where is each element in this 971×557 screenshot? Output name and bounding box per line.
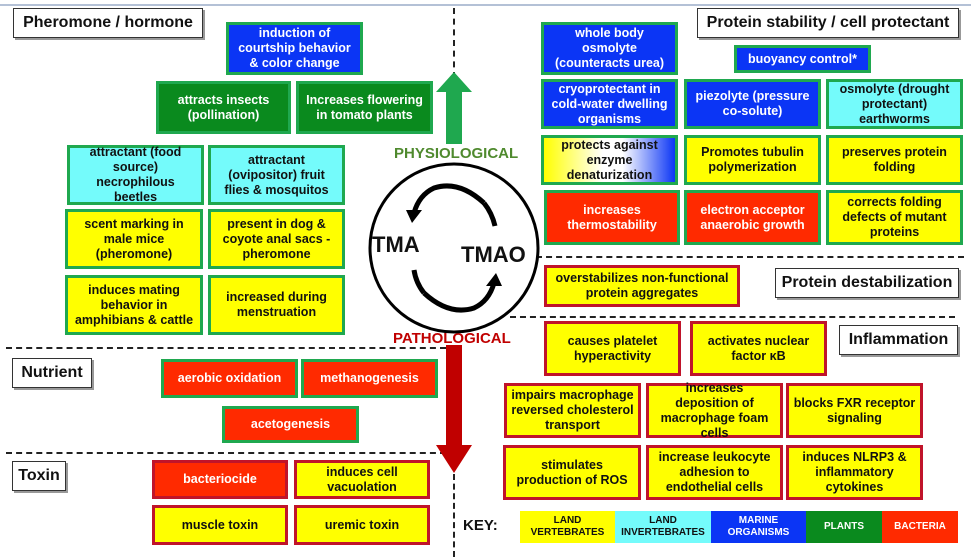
box-attracts-insects: attracts insects (pollination)	[156, 81, 291, 134]
category-pheromone-hormone: Pheromone / hormone	[13, 8, 203, 38]
box-platelet-hyperactivity: causes platelet hyperactivity	[544, 321, 681, 376]
pathological-arrow	[436, 345, 472, 473]
box-foam-cells: increases deposition of macrophage foam …	[646, 381, 783, 440]
key-marine-organisms: MARINE ORGANISMS	[711, 511, 806, 543]
box-attractant-beetles: attractant (food source) necrophilous be…	[67, 145, 204, 205]
tma-label: TMA	[372, 232, 420, 257]
box-thermostability: increases thermostability	[544, 190, 680, 245]
box-ros-production: stimulates production of ROS	[503, 445, 641, 500]
down-arrow-icon	[436, 345, 472, 473]
key-plants: PLANTS	[806, 511, 882, 543]
box-mating-behavior: induces mating behavior in amphibians & …	[65, 275, 203, 335]
category-protein-stability: Protein stability / cell protectant	[697, 8, 959, 38]
category-protein-destabilization: Protein destabilization	[775, 268, 959, 298]
box-electron-acceptor: electron acceptor anaerobic growth	[684, 190, 821, 245]
box-uremic-toxin: uremic toxin	[294, 505, 430, 545]
box-muscle-toxin: muscle toxin	[152, 505, 288, 545]
tma-tmao-cycle	[368, 162, 540, 334]
box-methanogenesis: methanogenesis	[301, 359, 438, 398]
category-inflammation: Inflammation	[839, 325, 958, 355]
top-rule	[0, 4, 971, 6]
box-overstabilizes-aggregates: overstabilizes non-functional protein ag…	[544, 265, 740, 307]
vertical-divider-bottom	[453, 474, 455, 557]
vertical-divider-top	[453, 8, 455, 78]
box-leukocyte-adhesion: increase leukocyte adhesion to endotheli…	[646, 445, 783, 500]
box-buoyancy-control: buoyancy control*	[734, 45, 871, 73]
box-whole-body-osmolyte: whole body osmolyte (counteracts urea)	[541, 22, 678, 75]
box-scent-marking: scent marking in male mice (pheromone)	[65, 209, 203, 269]
key-bacteria: BACTERIA	[882, 511, 958, 543]
box-attractant-flies: attractant (ovipositor) fruit flies & mo…	[208, 145, 345, 205]
box-tubulin-polymerization: Promotes tubulin polymerization	[684, 135, 821, 185]
pathological-label: PATHOLOGICAL	[393, 330, 511, 347]
box-fxr-signaling: blocks FXR receptor signaling	[786, 383, 923, 438]
divider-nutrient	[6, 347, 446, 349]
box-increases-flowering: Increases flowering in tomato plants	[296, 81, 433, 134]
cycle-circle	[368, 162, 540, 334]
box-cell-vacuolation: induces cell vacuolation	[294, 460, 430, 499]
box-enzyme-denaturization: protects against enzyme denaturization	[541, 135, 678, 185]
box-acetogenesis: acetogenesis	[222, 406, 359, 443]
key-land-vertebrates: LAND VERTEBRATES	[520, 511, 615, 543]
box-menstruation: increased during menstruation	[208, 275, 345, 335]
box-preserves-folding: preserves protein folding	[826, 135, 963, 185]
physiological-label: PHYSIOLOGICAL	[394, 145, 519, 162]
box-dog-coyote: present in dog & coyote anal sacs - pher…	[208, 209, 345, 269]
arrow-tmao-to-tma-icon	[411, 183, 486, 214]
tmao-label: TMAO	[461, 242, 526, 267]
up-arrow-icon	[436, 72, 472, 144]
key-label: KEY:	[463, 517, 498, 534]
divider-inflammation	[510, 316, 955, 318]
box-drought-protectant: osmolyte (drought protectant) earthworms	[826, 79, 963, 129]
box-bacteriocide: bacteriocide	[152, 460, 288, 499]
box-courtship-behavior: induction of courtship behavior & color …	[226, 22, 363, 75]
box-piezolyte: piezolyte (pressure co-solute)	[684, 79, 821, 129]
key-land-invertebrates: LAND INVERTEBRATES	[615, 511, 711, 543]
category-nutrient: Nutrient	[12, 358, 92, 388]
physiological-arrow	[436, 72, 472, 144]
box-corrects-folding: corrects folding defects of mutant prote…	[826, 190, 963, 245]
category-toxin: Toxin	[12, 461, 66, 491]
box-nuclear-factor: activates nuclear factor κB	[690, 321, 827, 376]
box-cholesterol-transport: impairs macrophage reversed cholesterol …	[504, 383, 641, 438]
box-aerobic-oxidation: aerobic oxidation	[161, 359, 298, 398]
divider-toxin	[6, 452, 446, 454]
box-nlrp3: induces NLRP3 & inflammatory cytokines	[786, 445, 923, 500]
box-cryoprotectant: cryoprotectant in cold-water dwelling or…	[541, 79, 678, 129]
arrow-tma-to-tmao-icon	[422, 282, 497, 313]
divider-destabilization	[536, 256, 964, 258]
